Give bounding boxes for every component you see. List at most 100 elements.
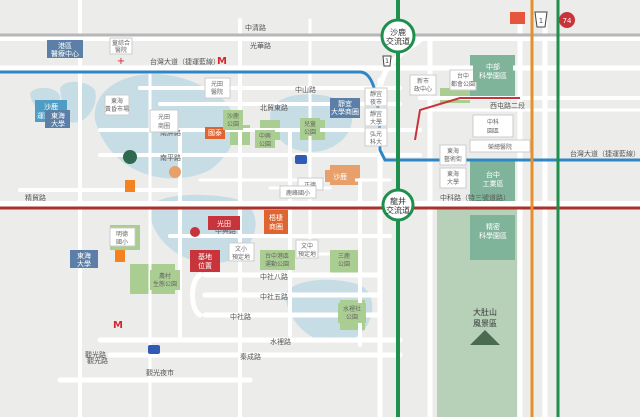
- guotai-label-a: 國泰: [208, 128, 222, 137]
- road-label-zhongshan: 中山路: [295, 85, 316, 94]
- tunghai-street-label-b: 藝術街: [444, 155, 462, 163]
- kinder-park-label-a: 兒童: [304, 120, 316, 128]
- dadu-label-b: 風景區: [473, 319, 497, 328]
- base-location-label-a: 基地: [198, 252, 212, 261]
- tunghai-sport-label-a: 東海: [51, 111, 65, 120]
- tourist-label: 觀光夜市: [146, 368, 174, 377]
- zhongsi-label: 正德: [304, 181, 316, 189]
- guangtian-hosp-tag: 光田: [217, 219, 231, 228]
- road-label-jingmao: 精貿路: [25, 193, 46, 202]
- road-label-zhongsheng: 中興路: [215, 226, 236, 235]
- hospital-cross-icon: +: [117, 56, 125, 67]
- tongji-label-b: 醫院: [115, 46, 127, 54]
- mrt-icon-2: [295, 155, 307, 164]
- ai-ke-label-b: 科大: [370, 138, 382, 146]
- road-labels: 中清路 光華路 台灣大道（捷運藍線） 台灣大道（捷運藍線） 中山路 北貿東路 南…: [25, 23, 640, 361]
- road-label-taiwan-ave-e: 台灣大道（捷運藍線）: [570, 149, 640, 158]
- wuqi-label-a: 梧棲: [269, 213, 283, 222]
- base-location-label-b: 位置: [198, 261, 212, 270]
- icons: M M: [113, 56, 307, 354]
- gym-label: 沙鹿: [333, 172, 347, 181]
- interchange-longjing: 龍井 交流道: [381, 188, 415, 222]
- shield-1b-number: 1: [385, 58, 389, 65]
- wen-label-a: 文中: [301, 242, 313, 250]
- tunghai-u-label-a: 東海: [77, 251, 91, 260]
- wen2-label-b: 預定地: [232, 253, 250, 261]
- zhongke-garden-label-a: 中部: [486, 62, 500, 71]
- shield-74-number: 74: [563, 17, 572, 25]
- seven-eleven-icon: [125, 180, 135, 192]
- wen-label-b: 預定地: [298, 250, 316, 258]
- jingtian-hall-label-b: 夜市: [370, 98, 382, 106]
- road-label-zhongqing: 中清路: [245, 23, 266, 32]
- guangtian-label-a: 光田: [158, 113, 170, 121]
- taichung-ind-label-b: 工業區: [483, 179, 504, 188]
- basketball-icon: [169, 166, 181, 178]
- sanjie-park-label-b: 公園: [338, 261, 350, 268]
- road-label-guangmei: 光華路: [250, 41, 271, 50]
- wen2-label-a: 文小: [235, 245, 247, 253]
- railway-icon: [510, 12, 525, 24]
- highway-shields: 1 74 1: [382, 11, 575, 67]
- shield-1-number: 1: [539, 17, 543, 25]
- taichung-park-label-b: 都會公園: [451, 80, 475, 88]
- interchange-shalu: 沙鹿 交流道: [380, 18, 416, 54]
- bl-market-label: 鹿峰國小: [286, 189, 310, 197]
- mingde-label-b: 國小: [116, 238, 128, 246]
- road-label-zhongke: 中科路（特三號道路）: [440, 193, 510, 202]
- market-label-b: 黃昏市場: [105, 105, 129, 113]
- taichung-ind-label-a: 台中: [486, 170, 500, 179]
- guanghua-hosp-label-b: 醫院: [211, 88, 223, 96]
- sheng-park-label-a: 中興: [259, 132, 271, 140]
- road-label-taiwan-ave-w: 台灣大道（捷運藍線）: [150, 57, 220, 66]
- road-label-guanjiu: 觀光路: [85, 350, 106, 359]
- market-label-a: 東海: [111, 97, 123, 105]
- seven-eleven-icon-2: [115, 250, 125, 262]
- jingxing-label-b: 科學園區: [479, 231, 507, 240]
- road-label-guanjiu-2: 觀光路: [87, 356, 108, 365]
- hospital-center-label-a: 港區: [58, 41, 72, 50]
- yegan-label-a: 農村: [159, 272, 171, 280]
- jingxing-label-a: 精密: [486, 222, 500, 231]
- guangtian-label-b: 商圈: [158, 122, 170, 130]
- xinwu-label-b: 政中心: [414, 85, 432, 93]
- bottom-labels: 觀光路 觀光夜市: [87, 356, 174, 377]
- tunghai-univ-label-b: 大學: [447, 178, 459, 186]
- hospital-icon: [190, 227, 200, 237]
- sheng-park-label-b: 公園: [259, 141, 271, 148]
- mountain-icon: [470, 330, 500, 345]
- landmarks: 港區 醫療中心 童綜合 醫院 + 沙鹿 運動公園 東海 大學 東海 黃昏市場 光…: [35, 37, 531, 345]
- tongji-label-a: 童綜合: [112, 39, 130, 47]
- jingtian-u-label-a: 靜宜: [370, 110, 382, 118]
- zhongke-label-a: 中科: [487, 118, 499, 126]
- mcdonalds-icon-2: M: [113, 320, 123, 331]
- rongjun-label: 榮總醫院: [488, 143, 512, 151]
- interchange-label-b: 交流道: [386, 36, 410, 46]
- tunghai-sport-label-b: 大學: [51, 119, 65, 128]
- wuqi-label-b: 商圈: [269, 222, 283, 231]
- jingtian-u-label-b: 大學: [370, 118, 382, 126]
- taichung-park-label-a: 台中: [457, 72, 469, 80]
- road-label-nanping2: 南平路: [160, 153, 181, 162]
- tunghai-street-label-a: 東海: [447, 147, 459, 155]
- road-label-zhongshe-8: 中社八路: [260, 272, 288, 281]
- zhongke-label-b: 園區: [487, 128, 499, 135]
- road-label-zhongshe-5: 中社五路: [260, 292, 288, 301]
- road-label-zhongshe: 中社路: [230, 312, 251, 321]
- interchange-label-a: 沙鹿: [390, 27, 406, 37]
- road-label-qin-cheng: 秦成路: [240, 352, 261, 361]
- tunghai-univ-label-a: 東海: [447, 170, 459, 178]
- harbor-park-label-a: 台中港區: [265, 252, 289, 260]
- xinwu-label-a: 新市: [417, 77, 429, 85]
- tunghai-u-label-b: 大學: [77, 259, 91, 268]
- mcdonalds-icon: M: [217, 56, 227, 67]
- jingxian-park-label-a: 沙鹿: [227, 112, 239, 120]
- road-label-beishi-dong: 北貿東路: [260, 103, 288, 112]
- jingtian-hall-label-a: 靜宜: [370, 90, 382, 98]
- jingtian-label-a: 靜宜: [338, 99, 352, 108]
- guanghua-hosp-label-a: 光田: [211, 80, 223, 88]
- road-label-xitun2: 西屯路二段: [490, 101, 525, 110]
- mingde-label-a: 明德: [116, 230, 128, 238]
